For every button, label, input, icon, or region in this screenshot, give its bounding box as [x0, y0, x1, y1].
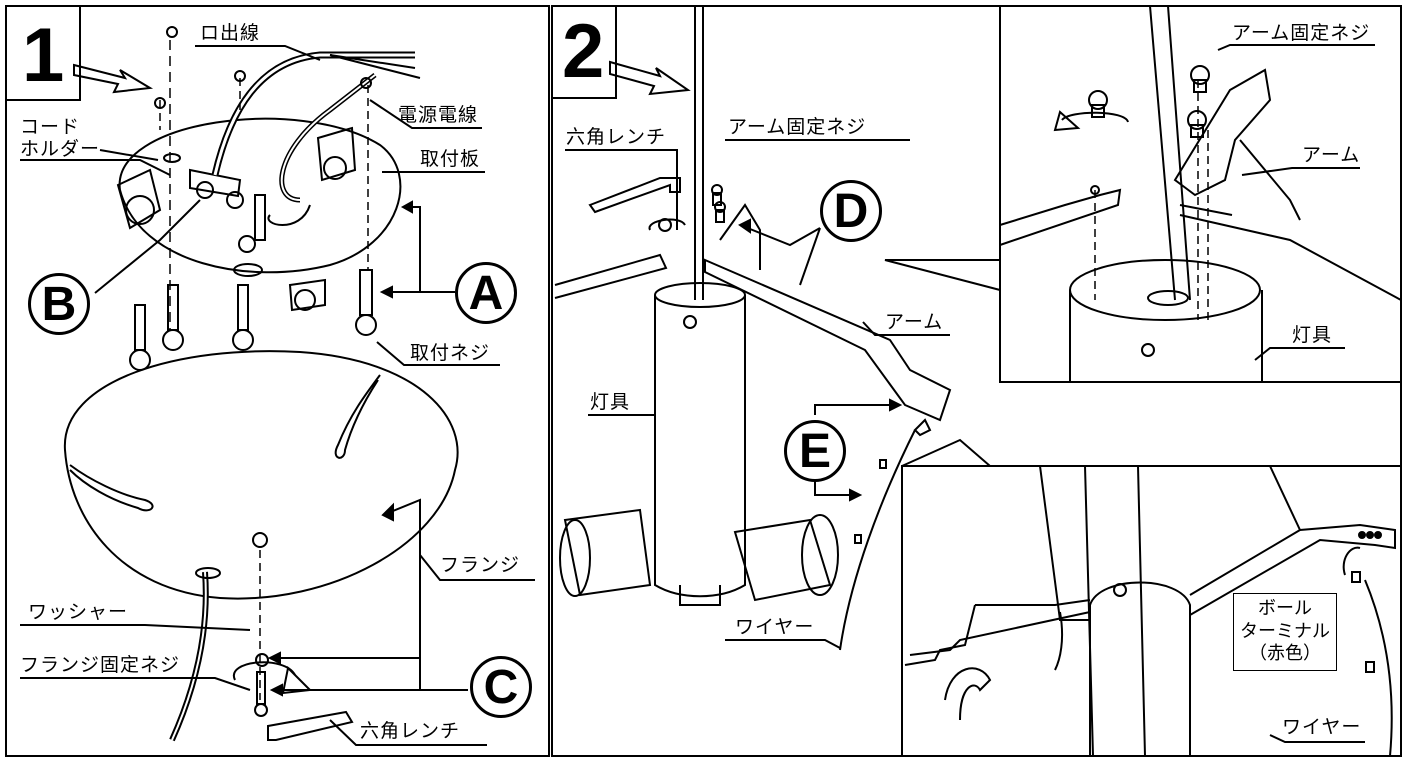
flange-shape: [63, 350, 459, 600]
ball-terminal-line-3: （赤色）: [1249, 643, 1321, 664]
step-number-2: 2: [562, 9, 605, 94]
label-cord-holder-1: コード: [20, 116, 81, 138]
ball-terminal-line-2: ターミナル: [1240, 620, 1330, 642]
label-ball-terminal: ボール ターミナル （赤色）: [1233, 593, 1337, 671]
label-outlet-wire: ロ出線: [200, 22, 261, 44]
label-arm-detail: アーム: [1302, 144, 1361, 166]
label-flange-screw: フランジ固定ネジ: [20, 654, 181, 676]
callout-a: A: [455, 262, 517, 324]
label-wire-detail: ワイヤー: [1282, 716, 1362, 738]
label-fixture-detail: 灯具: [1292, 324, 1333, 346]
label-hex-wrench-1: 六角レンチ: [360, 720, 461, 742]
label-fixture-2: 灯具: [590, 391, 631, 413]
panel-1-frame: [5, 5, 550, 757]
mount-plate-shape: [118, 117, 402, 274]
label-power-wire: 電源電線: [398, 104, 479, 126]
label-arm-screw-2: アーム固定ネジ: [728, 116, 867, 138]
ball-terminal-line-1: ボール: [1258, 598, 1312, 619]
label-cord-holder-2: ホルダー: [20, 138, 101, 160]
step-number-1: 1: [22, 13, 65, 98]
label-mount-screw: 取付ネジ: [410, 342, 491, 364]
label-arm-screw-detail: アーム固定ネジ: [1232, 22, 1371, 44]
label-washer: ワッシャー: [28, 601, 129, 623]
detail-top-frame: [999, 5, 1402, 383]
label-wire-2: ワイヤー: [735, 616, 815, 638]
callout-e: E: [784, 420, 846, 482]
callout-d: D: [820, 180, 882, 242]
label-flange: フランジ: [440, 554, 521, 576]
label-hex-wrench-2: 六角レンチ: [566, 126, 667, 148]
callout-b: B: [28, 273, 90, 335]
label-arm-2: アーム: [885, 311, 944, 333]
label-mount-plate: 取付板: [420, 148, 481, 170]
callout-c: C: [470, 656, 532, 718]
